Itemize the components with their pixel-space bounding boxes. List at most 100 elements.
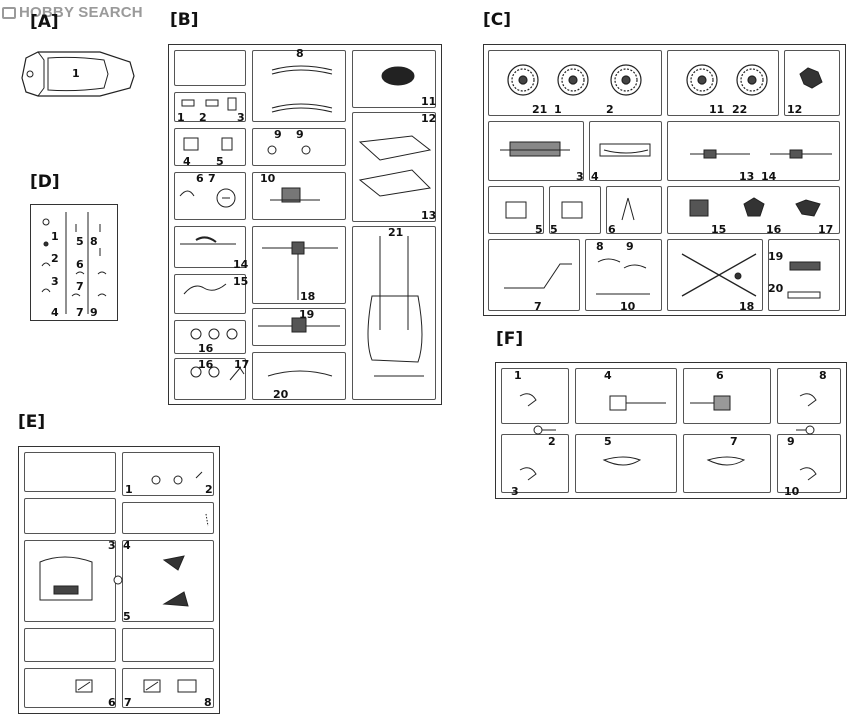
sprue-cell <box>606 186 662 234</box>
part-label: 7 <box>534 300 542 313</box>
part-label: 2 <box>51 252 59 265</box>
part-label: 6 <box>196 172 204 185</box>
sprue-cell <box>589 121 662 181</box>
watermark-brand: HOBBY <box>19 4 74 21</box>
sprue-cell <box>174 226 246 268</box>
part-label: 7 <box>208 172 216 185</box>
part-label: 1 <box>177 111 185 124</box>
sprue-cell <box>122 452 214 496</box>
part-label: 1 <box>554 103 562 116</box>
sprue-cell <box>667 186 840 234</box>
sprue-cell <box>575 368 677 424</box>
part-label: 8 <box>90 235 98 248</box>
part-label: 3 <box>108 539 116 552</box>
part-label: 12 <box>421 112 437 125</box>
part-label: 10 <box>784 485 800 498</box>
part-label: 11 <box>421 95 437 108</box>
part-label: 9 <box>296 128 304 141</box>
part-label: 4 <box>183 155 191 168</box>
part-label: 16 <box>198 342 214 355</box>
sprue-cell <box>777 368 841 424</box>
part-label: 4 <box>604 369 612 382</box>
sprue-cell <box>252 226 346 304</box>
part-label: 9 <box>787 435 795 448</box>
part-label: 8 <box>596 240 604 253</box>
hobby-logo-icon <box>2 7 16 19</box>
part-label: 21 <box>388 226 404 239</box>
sprue-cell <box>122 502 214 534</box>
sprue-cell <box>585 239 662 311</box>
part-label: 4 <box>591 170 599 183</box>
part-label: 8 <box>819 369 827 382</box>
sprue-cell <box>122 540 214 622</box>
sprue-cell <box>24 498 116 534</box>
part-label: 10 <box>620 300 636 313</box>
part-label: 12 <box>787 103 803 116</box>
sprue-cell <box>575 434 677 493</box>
part-label: 13 <box>421 209 437 222</box>
part-label: 3 <box>237 111 245 124</box>
part-label: 1 <box>51 230 59 243</box>
part-label: 4 <box>51 306 59 319</box>
sprue-cell <box>488 121 584 181</box>
part-label: 2 <box>548 435 556 448</box>
part-label: 1 <box>125 483 133 496</box>
part-label: 5 <box>550 223 558 236</box>
part-label: 18 <box>739 300 755 313</box>
sprue-cell <box>122 668 214 708</box>
sprue-cell <box>777 434 841 493</box>
part-label: 17 <box>818 223 834 236</box>
part-label: 9 <box>274 128 282 141</box>
section-d-title: [D] <box>30 172 60 192</box>
sprue-cell <box>352 226 436 400</box>
part-label: 15 <box>711 223 727 236</box>
section-b-title: [B] <box>170 10 199 30</box>
part-label: 22 <box>732 103 748 116</box>
part-label: 6 <box>716 369 724 382</box>
part-label: 2 <box>205 483 213 496</box>
part-label: 2 <box>199 111 207 124</box>
part-label: 11 <box>709 103 725 116</box>
sprue-cell <box>252 50 346 122</box>
sprue-cell <box>122 628 214 662</box>
part-label: 5 <box>604 435 612 448</box>
part-label: 7 <box>730 435 738 448</box>
section-e-title: [E] <box>18 412 46 432</box>
section-c-title: [C] <box>483 10 512 30</box>
part-label: 7 <box>124 696 132 709</box>
part-label: 6 <box>608 223 616 236</box>
sprue-cell <box>667 121 840 181</box>
section-f-title: [F] <box>496 329 524 349</box>
part-label: 17 <box>234 358 250 371</box>
watermark-logo: HOBBY SEARCH <box>2 4 143 21</box>
part-label: 20 <box>273 388 289 401</box>
sprue-d-frame <box>30 204 118 321</box>
part-label: 14 <box>233 258 249 271</box>
sprue-cell <box>24 668 116 708</box>
part-label: 5 <box>123 610 131 623</box>
section-a-title: [A] <box>30 12 59 32</box>
sprue-cell <box>252 352 346 400</box>
part-label: 18 <box>300 290 316 303</box>
part-label: 19 <box>768 250 784 263</box>
sprue-cell <box>683 368 771 424</box>
sprue-cell <box>488 50 662 116</box>
part-label: 1 <box>72 67 80 80</box>
sprue-cell <box>174 92 246 122</box>
sprue-cell <box>501 368 569 424</box>
part-label: 5 <box>216 155 224 168</box>
part-label: 6 <box>76 258 84 271</box>
part-label: 16 <box>198 358 214 371</box>
part-label: 16 <box>766 223 782 236</box>
part-label: 3 <box>511 485 519 498</box>
part-label: 5 <box>76 235 84 248</box>
sprue-cell <box>174 50 246 86</box>
part-label: 3 <box>51 275 59 288</box>
part-label: 8 <box>204 696 212 709</box>
watermark-text: SEARCH <box>78 4 143 21</box>
sprue-cell <box>24 540 116 622</box>
part-label: 14 <box>761 170 777 183</box>
part-label: 5 <box>535 223 543 236</box>
part-label: 19 <box>299 308 315 321</box>
sprue-cell <box>768 239 840 311</box>
